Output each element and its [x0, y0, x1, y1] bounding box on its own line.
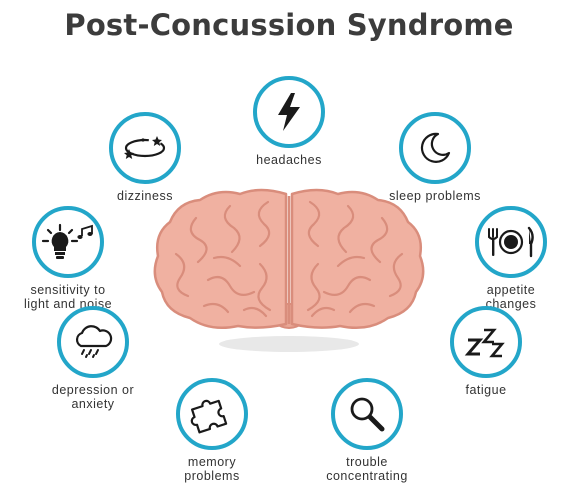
icon-ring: [450, 306, 522, 378]
icon-ring: [57, 306, 129, 378]
icon-ring: [176, 378, 248, 450]
icon-ring: [253, 76, 325, 148]
symptom-label: headaches: [256, 153, 322, 167]
symptom-label: sleep problems: [389, 189, 481, 203]
icon-ring: [109, 112, 181, 184]
lightning-bolt-icon: [278, 93, 300, 131]
crescent-moon-icon: [420, 132, 451, 163]
lightbulb-music-icon: [41, 223, 93, 259]
symptom-label: dizziness: [117, 189, 173, 203]
icon-ring: [32, 206, 104, 278]
symptom-fatigue: fatigue: [411, 306, 561, 397]
symptom-sleep-problems: sleep problems: [360, 112, 510, 203]
symptom-label: fatigue: [465, 383, 507, 397]
icon-ring: [399, 112, 471, 184]
page-title: Post-Concussion Syndrome: [64, 8, 514, 42]
symptom-headaches: headaches: [214, 76, 364, 167]
brain-illustration: [153, 188, 425, 352]
puzzle-piece-icon: [190, 399, 228, 434]
zzz-icon: [464, 328, 505, 358]
plate-fork-knife-icon: [488, 226, 534, 258]
magnifying-glass-icon: [350, 397, 385, 432]
icon-ring: [475, 206, 547, 278]
rain-cloud-icon: [75, 325, 113, 358]
symptom-dizziness: dizziness: [70, 112, 220, 203]
icon-ring: [331, 378, 403, 450]
dizzy-stars-icon: [124, 136, 166, 159]
